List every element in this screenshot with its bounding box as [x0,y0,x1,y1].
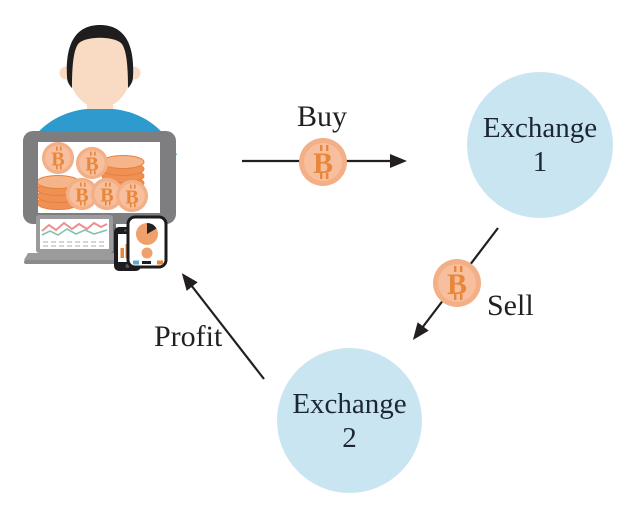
exchange-2-name: Exchange [292,387,407,420]
smartphone-pie-chart [126,215,168,269]
node-exchange-1: Exchange 1 [467,72,613,218]
laptop-trading-chart [24,215,125,264]
trader-illustration [23,25,177,271]
bar-1 [120,248,124,258]
exchange-2-number: 2 [342,421,357,454]
sell-coin-icon [433,259,481,307]
chart-line-pink [41,221,108,232]
profit-label: Profit [154,320,223,353]
exchange-1-number: 1 [532,146,548,178]
trader-head [59,25,141,117]
pie-slice [147,223,157,234]
sell-label: Sell [487,289,534,322]
buy-coin-icon [299,138,347,186]
node-exchange-2: Exchange 2 [277,348,422,493]
buy-label: Buy [296,100,348,133]
laptop-keyboard [24,253,125,260]
hair [66,25,134,88]
face [68,28,132,108]
exchange-1-name: Exchange [482,112,598,144]
chart-line-teal [41,228,108,236]
monitor [23,131,176,224]
